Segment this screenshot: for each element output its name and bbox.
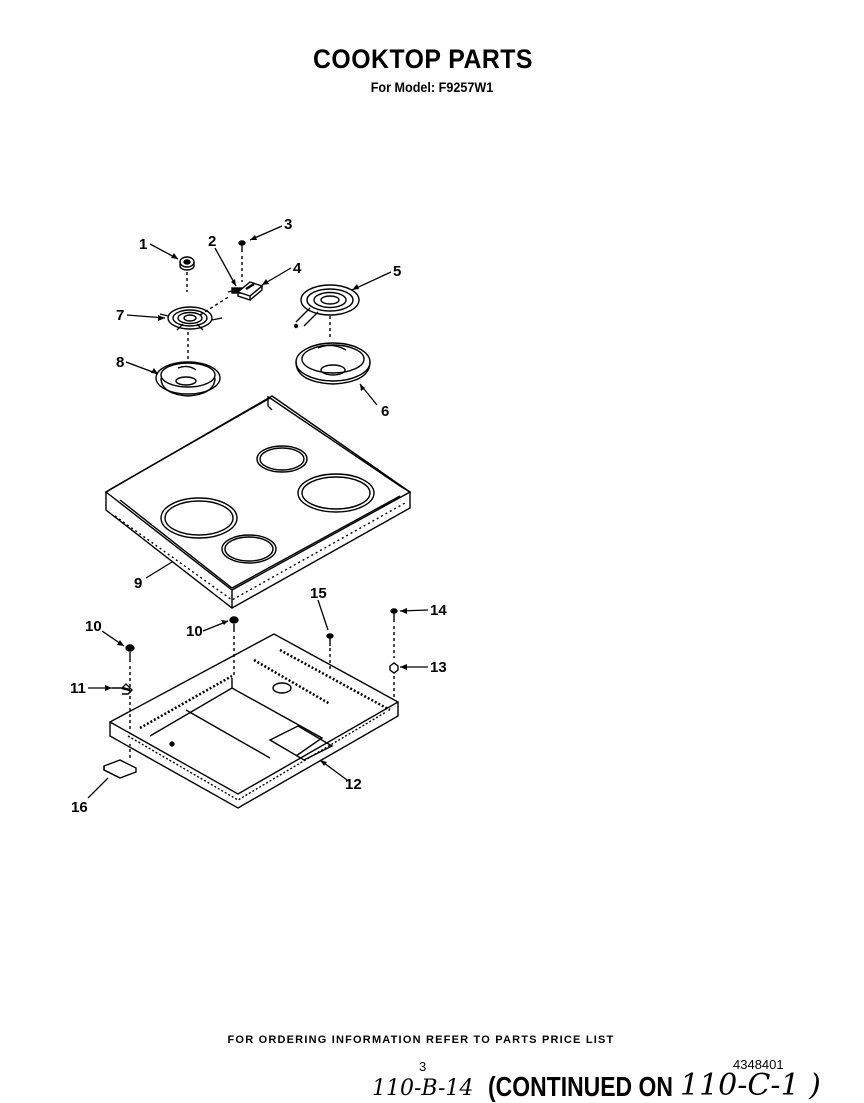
part-1-cap bbox=[179, 256, 195, 292]
callout-6: 6 bbox=[381, 403, 389, 420]
part-6-drip-bowl-large bbox=[295, 342, 371, 385]
handwritten-continued-target: 110-C-1 ) bbox=[680, 1068, 821, 1103]
part-3-screw bbox=[238, 240, 246, 282]
part-12-burner-box bbox=[108, 633, 400, 809]
leader-arrowheads bbox=[105, 235, 407, 766]
callout-4: 4 bbox=[293, 260, 302, 277]
callout-10-center: 10 bbox=[186, 623, 203, 640]
document-number: 4348401 bbox=[733, 1057, 784, 1072]
part-14-screw bbox=[390, 608, 398, 658]
callout-11: 11 bbox=[70, 680, 86, 697]
part-7-surface-element-small bbox=[159, 306, 223, 331]
part-4-terminal-block bbox=[236, 281, 264, 301]
model-subtitle: For Model: F9257W1 bbox=[370, 79, 494, 95]
page-title: COOKTOP PARTS bbox=[313, 44, 533, 74]
part-10-screw-center bbox=[229, 616, 239, 678]
page-number: 3 bbox=[419, 1059, 427, 1074]
part-15-screw bbox=[326, 633, 334, 672]
callout-labels: 1 2 3 4 5 6 7 8 9 10 10 11 12 13 14 15 1… bbox=[70, 216, 447, 816]
callout-7: 7 bbox=[116, 307, 124, 324]
callout-1: 1 bbox=[139, 236, 147, 253]
callout-13: 13 bbox=[430, 659, 447, 676]
part-16-bracket bbox=[103, 744, 137, 779]
part-13-nut bbox=[389, 662, 399, 700]
callout-2: 2 bbox=[208, 233, 216, 250]
part-9-cooktop bbox=[104, 395, 412, 609]
continued-label: (CONTINUED ON bbox=[488, 1071, 673, 1102]
handwritten-reference: 110-B-14 bbox=[372, 1076, 474, 1101]
callout-12: 12 bbox=[345, 776, 362, 793]
part-11-clip bbox=[112, 683, 133, 695]
callout-3: 3 bbox=[284, 216, 292, 233]
callout-5: 5 bbox=[393, 263, 401, 280]
callout-14: 14 bbox=[430, 602, 447, 619]
part-5-surface-element-large bbox=[293, 284, 360, 340]
callout-10-left: 10 bbox=[85, 618, 102, 635]
callout-9: 9 bbox=[134, 575, 142, 592]
callout-8: 8 bbox=[116, 354, 124, 371]
part-10-screw-left bbox=[125, 644, 135, 730]
callout-15: 15 bbox=[310, 585, 327, 602]
ordering-note: FOR ORDERING INFORMATION REFER TO PARTS … bbox=[227, 1034, 615, 1046]
callout-16: 16 bbox=[71, 799, 88, 816]
part-8-drip-bowl-small bbox=[155, 332, 221, 397]
